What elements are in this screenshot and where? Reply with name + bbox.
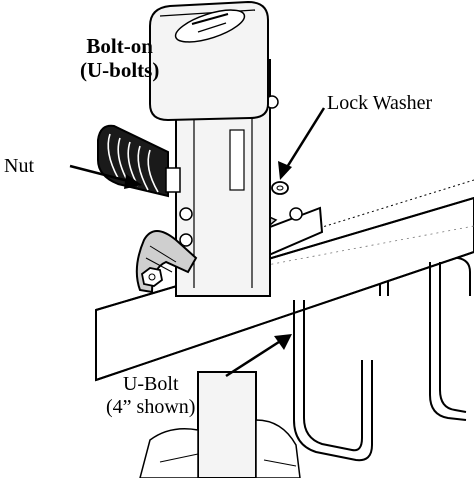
arrow-lock-washer [278,107,326,180]
figure-title-line2: (U-bolts) [80,58,160,83]
figure-title-line1: Bolt-on [86,34,153,58]
u-bolt-label-line1: U-Bolt [122,373,179,395]
figure-title: Bolt-on (U-bolts) [80,34,159,82]
u-bolt-label-line2: (4” shown) [106,396,196,418]
lock-washer-label: Lock Washer [327,92,433,114]
nut-hole [148,273,156,281]
arrow-u-bolt [225,334,292,378]
nut-label: Nut [4,155,34,177]
lower-post [139,371,301,478]
u-bolt-front [293,262,467,462]
motor-head [149,0,269,122]
u-bolt-label: U-Bolt (4” shown) [106,373,195,419]
lock-washer-hole [276,185,284,191]
mounting-tube [95,179,474,382]
arrow-nut [69,164,142,189]
